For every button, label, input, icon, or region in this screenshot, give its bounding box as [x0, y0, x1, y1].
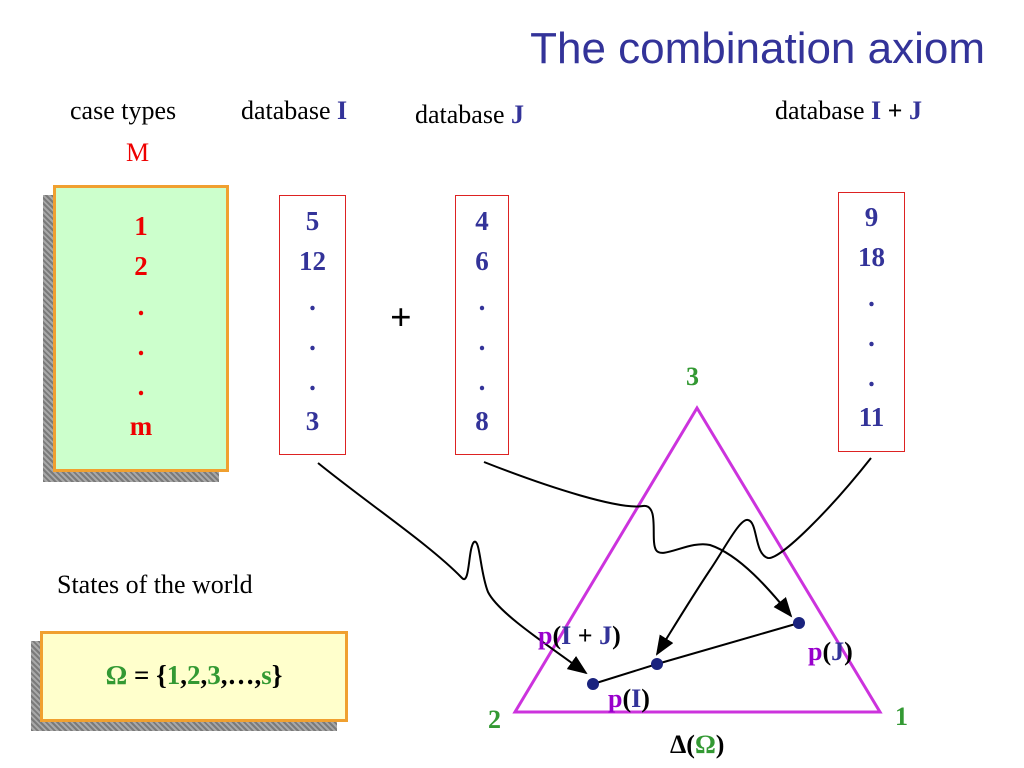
omega-element-3: 3	[207, 660, 221, 690]
omega-close: }	[271, 660, 283, 690]
omega-set: Ω = {1,2,3,…,s}	[43, 660, 345, 691]
label-p-i-close: )	[641, 684, 650, 713]
label-p-i: p(I)	[608, 684, 650, 714]
segment-pi-pij	[592, 663, 658, 685]
header-case-types: case types	[70, 96, 177, 125]
header-database-j-letter: J	[511, 100, 525, 129]
database-j-value: .	[478, 366, 486, 396]
database-j-list: 4 6 . . . 8	[456, 196, 508, 441]
label-p-ij-close: )	[612, 621, 621, 650]
case-type-item: 1	[134, 211, 148, 241]
label-p-j-j: J	[831, 637, 845, 666]
database-j-box: 4 6 . . . 8	[455, 195, 509, 455]
database-j-value: .	[478, 286, 486, 316]
states-of-world-label: States of the world	[57, 570, 253, 599]
database-i-value: .	[309, 366, 316, 396]
arrow-database-i	[317, 462, 588, 675]
label-p-j-open: (	[822, 637, 832, 666]
database-ij-list: 9 18 . . . 11	[839, 193, 904, 437]
case-type-item: .	[137, 331, 145, 361]
label-p-ij-i: I	[561, 621, 572, 650]
header-database-ij-letter-i: I	[871, 96, 882, 125]
slide-title: The combination axiom	[530, 24, 985, 73]
omega-eq: = {	[133, 660, 167, 690]
label-p-ij-p: p	[538, 621, 553, 650]
label-p-ij: p(I + J)	[538, 621, 621, 651]
label-p-j: p(J)	[808, 637, 853, 667]
omega-dots: ,…,	[220, 660, 262, 690]
simplex-delta-label: Δ(Ω)	[670, 730, 724, 760]
vertex-label-2: 2	[488, 705, 501, 734]
header-database-i: database I	[241, 96, 347, 126]
delta-suffix: )	[715, 730, 725, 759]
omega-element-2: 2	[187, 660, 201, 690]
database-ij-value: .	[868, 362, 875, 392]
label-p-ij-j: J	[599, 621, 613, 650]
case-type-item: .	[137, 371, 145, 401]
header-database-ij-prefix: database	[775, 96, 865, 125]
vertex-label-3: 3	[686, 362, 699, 391]
database-j-value: 8	[475, 406, 489, 436]
omega-comma: ,	[180, 660, 187, 690]
delta-omega: Ω	[694, 730, 716, 759]
database-ij-value: 11	[858, 402, 885, 432]
vertex-label-1: 1	[895, 702, 908, 731]
omega-symbol: Ω	[105, 660, 128, 690]
case-type-item: 2	[134, 251, 148, 281]
database-j-value: 6	[475, 246, 489, 276]
database-ij-value: .	[868, 282, 875, 312]
label-p-i-p: p	[608, 684, 623, 713]
database-j-value: .	[478, 326, 486, 356]
header-database-j: database J	[415, 100, 524, 130]
database-ij-box: 9 18 . . . 11	[838, 192, 905, 452]
point-p-j	[793, 617, 805, 629]
plus-sign: +	[390, 297, 412, 339]
header-database-ij: database I + J	[775, 96, 922, 126]
omega-element-s: s	[261, 660, 272, 690]
database-i-value: 12	[299, 246, 326, 276]
arrow-database-j	[483, 461, 793, 618]
label-p-j-p: p	[808, 637, 823, 666]
case-type-item: m	[129, 411, 153, 441]
header-database-ij-plus: +	[887, 96, 903, 125]
point-p-i	[587, 678, 599, 690]
case-type-item: .	[137, 291, 145, 321]
point-p-ij	[651, 658, 663, 670]
database-j-value: 4	[475, 206, 489, 236]
database-i-box: 5 12 . . . 3	[279, 195, 346, 455]
label-p-i-open: (	[622, 684, 632, 713]
label-p-i-i: I	[631, 684, 642, 713]
database-i-value: .	[309, 326, 316, 356]
case-types-box: 1 2 . . . m	[53, 185, 229, 472]
omega-element-1: 1	[166, 660, 181, 690]
segment-pij-pj	[656, 622, 800, 665]
header-database-j-prefix: database	[415, 100, 505, 129]
case-types-list: 1 2 . . . m	[56, 188, 226, 446]
database-i-value: 3	[305, 406, 320, 436]
label-p-ij-open: (	[552, 621, 562, 650]
omega-box: Ω = {1,2,3,…,s}	[40, 631, 348, 722]
database-ij-value: 18	[858, 242, 885, 272]
header-database-ij-letter-j: J	[908, 96, 922, 125]
database-i-value: 5	[305, 206, 320, 236]
database-i-value: .	[309, 286, 316, 316]
header-database-i-letter: I	[337, 96, 348, 125]
database-i-list: 5 12 . . . 3	[280, 196, 345, 441]
header-database-i-prefix: database	[241, 96, 331, 125]
label-p-ij-plus: +	[571, 621, 600, 650]
simplex-triangle	[512, 405, 883, 714]
delta-prefix: Δ(	[670, 730, 695, 759]
database-ij-value: .	[868, 322, 875, 352]
arrow-database-ij	[655, 457, 872, 656]
label-p-j-close: )	[844, 637, 853, 666]
database-ij-value: 9	[864, 202, 879, 232]
omega-comma: ,	[200, 660, 208, 690]
header-case-types-symbol: M	[126, 138, 150, 167]
